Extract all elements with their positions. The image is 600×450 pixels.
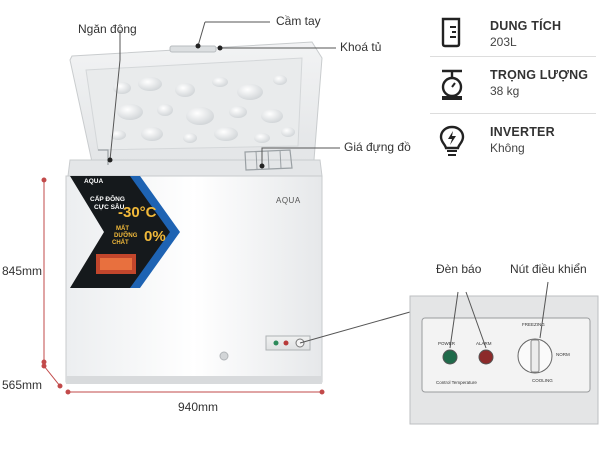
spec-inverter-value: Không [490,141,525,155]
spec-capacity-title: DUNG TÍCH [490,19,562,33]
spec-item-weight: TRỌNG LƯỢNG 38 kg [430,57,596,114]
promo-sticker [70,176,180,288]
freezer-lid [69,41,323,163]
spec-list: DUNG TÍCH 203L TRỌNG LƯỢNG 38 kg INVERTE… [430,10,596,164]
drain-plug [219,351,229,361]
spec-weight-title: TRỌNG LƯỢNG [490,68,589,82]
sticker-brand: AQUA [84,178,104,185]
spec-item-inverter: INVERTER Không [430,114,596,164]
cabinet-base [66,376,322,384]
sticker-temp: -30°C [118,204,157,221]
panel-control-temp-label: Control Temperature [436,380,477,385]
label-lock: Khoá tủ [340,40,382,54]
spec-inverter-title: INVERTER [490,125,555,139]
dimension-width: 940mm [178,400,219,414]
storage-basket [98,149,293,171]
panel-freezing-label: FREEZING [522,322,545,327]
sticker-line4: DƯỠNG [114,233,138,239]
spec-weight-value: 38 kg [490,84,520,98]
control-panel-inset [409,281,599,425]
panel-power-label: POWER [438,341,456,346]
brand-logo-text: AQUA [276,196,301,205]
lid-handle [169,45,217,53]
sticker-pct: 0% [144,228,166,245]
panel-normal-label: NORM [556,352,570,357]
sticker-line1: CẤP ĐÔNG [90,196,125,203]
dimension-depth: 565mm [2,378,43,392]
label-basket: Giá đựng đồ [344,140,411,154]
sticker-line5: CHẤT [112,240,129,246]
label-handle: Cầm tay [276,14,321,28]
dimension-height: 845mm [2,264,43,278]
sticker-line3: MẤT [116,226,129,232]
spec-capacity-value: 203L [490,35,517,49]
inverter-bulb-icon [439,125,465,156]
lid-embossed-bubbles [110,75,295,143]
spec-item-capacity: DUNG TÍCH 203L [430,10,596,57]
capacity-jug-icon [441,17,461,48]
label-control-knob: Nút điều khiển [510,262,587,276]
panel-cooling-label: COOLING [532,378,553,383]
label-indicator-light: Đèn báo [436,262,482,276]
callout-leaders [107,21,411,344]
sticker-line2: CỰC SÂU [94,204,125,211]
weight-scale-icon [441,69,463,100]
label-freezer-compartment: Ngăn đông [78,22,137,36]
panel-alarm-label: ALARM [476,341,492,346]
dimension-lines [41,177,325,395]
